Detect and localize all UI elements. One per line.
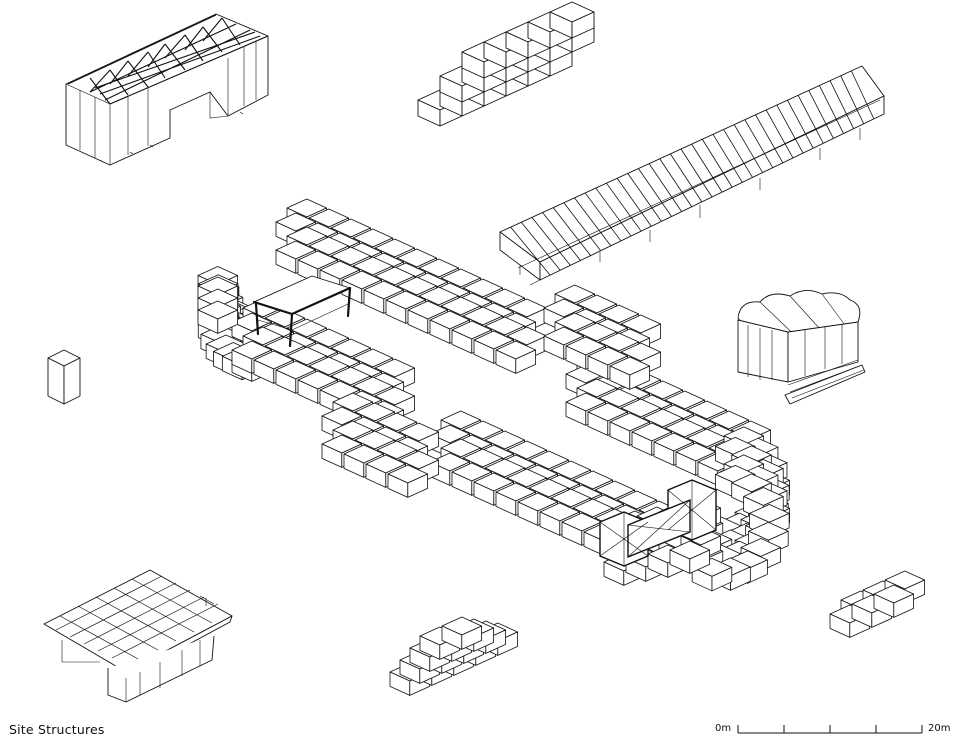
roof-rib [648,163,682,212]
roof-rib [733,124,763,173]
roof-rib [627,173,662,222]
roof-rib [797,95,824,144]
scale-start-label: 0m [715,723,732,734]
brick-wall-center-right [543,284,662,390]
roof-rib [584,192,622,242]
roof-rib [616,178,652,227]
roof-rib [670,153,703,203]
roof-rib [787,99,814,149]
roof-rib [691,143,723,193]
roof-rib [595,187,632,237]
timber-shelter [252,275,352,348]
grid-roof-shelter [43,569,233,703]
roof-rib [712,134,743,183]
roof-rib [755,114,784,164]
roof-rib [606,182,642,232]
curved-brick-wall-west [197,198,548,434]
roof-rib [850,70,875,120]
brick-stack-bottom-right [829,570,926,638]
roof-rib [574,197,612,247]
brick-wall-center-left [321,392,440,498]
scale-end-label: 20m [928,723,951,734]
roof-rib [701,139,733,188]
drawing-caption: Site Structures [9,722,105,737]
roof-rib [840,75,865,124]
roof-rib [808,90,834,139]
roof-rib [765,109,794,159]
roof-rib [542,212,581,261]
small-tower [47,349,81,405]
roof-rib [510,226,551,276]
roof-rib [659,158,693,207]
roof-rib [563,202,602,251]
scale-bar [737,725,923,734]
roof-rib [776,104,804,154]
roof-rib [520,221,561,271]
brick-pyramid [389,616,519,696]
roof-rib [723,129,753,178]
roof-rib [680,148,713,198]
columned-pavilion [737,290,866,405]
roof-rib [744,119,774,168]
roof-rib [829,80,855,129]
steel-frame-cubes [599,479,717,567]
roof-rib [638,168,672,217]
brick-stack-top [417,1,595,127]
roof-rib [552,207,591,256]
truss-roof-building [65,13,269,166]
roof-rib [531,217,571,266]
long-pavilion [499,65,885,286]
roof-rib [819,85,844,134]
